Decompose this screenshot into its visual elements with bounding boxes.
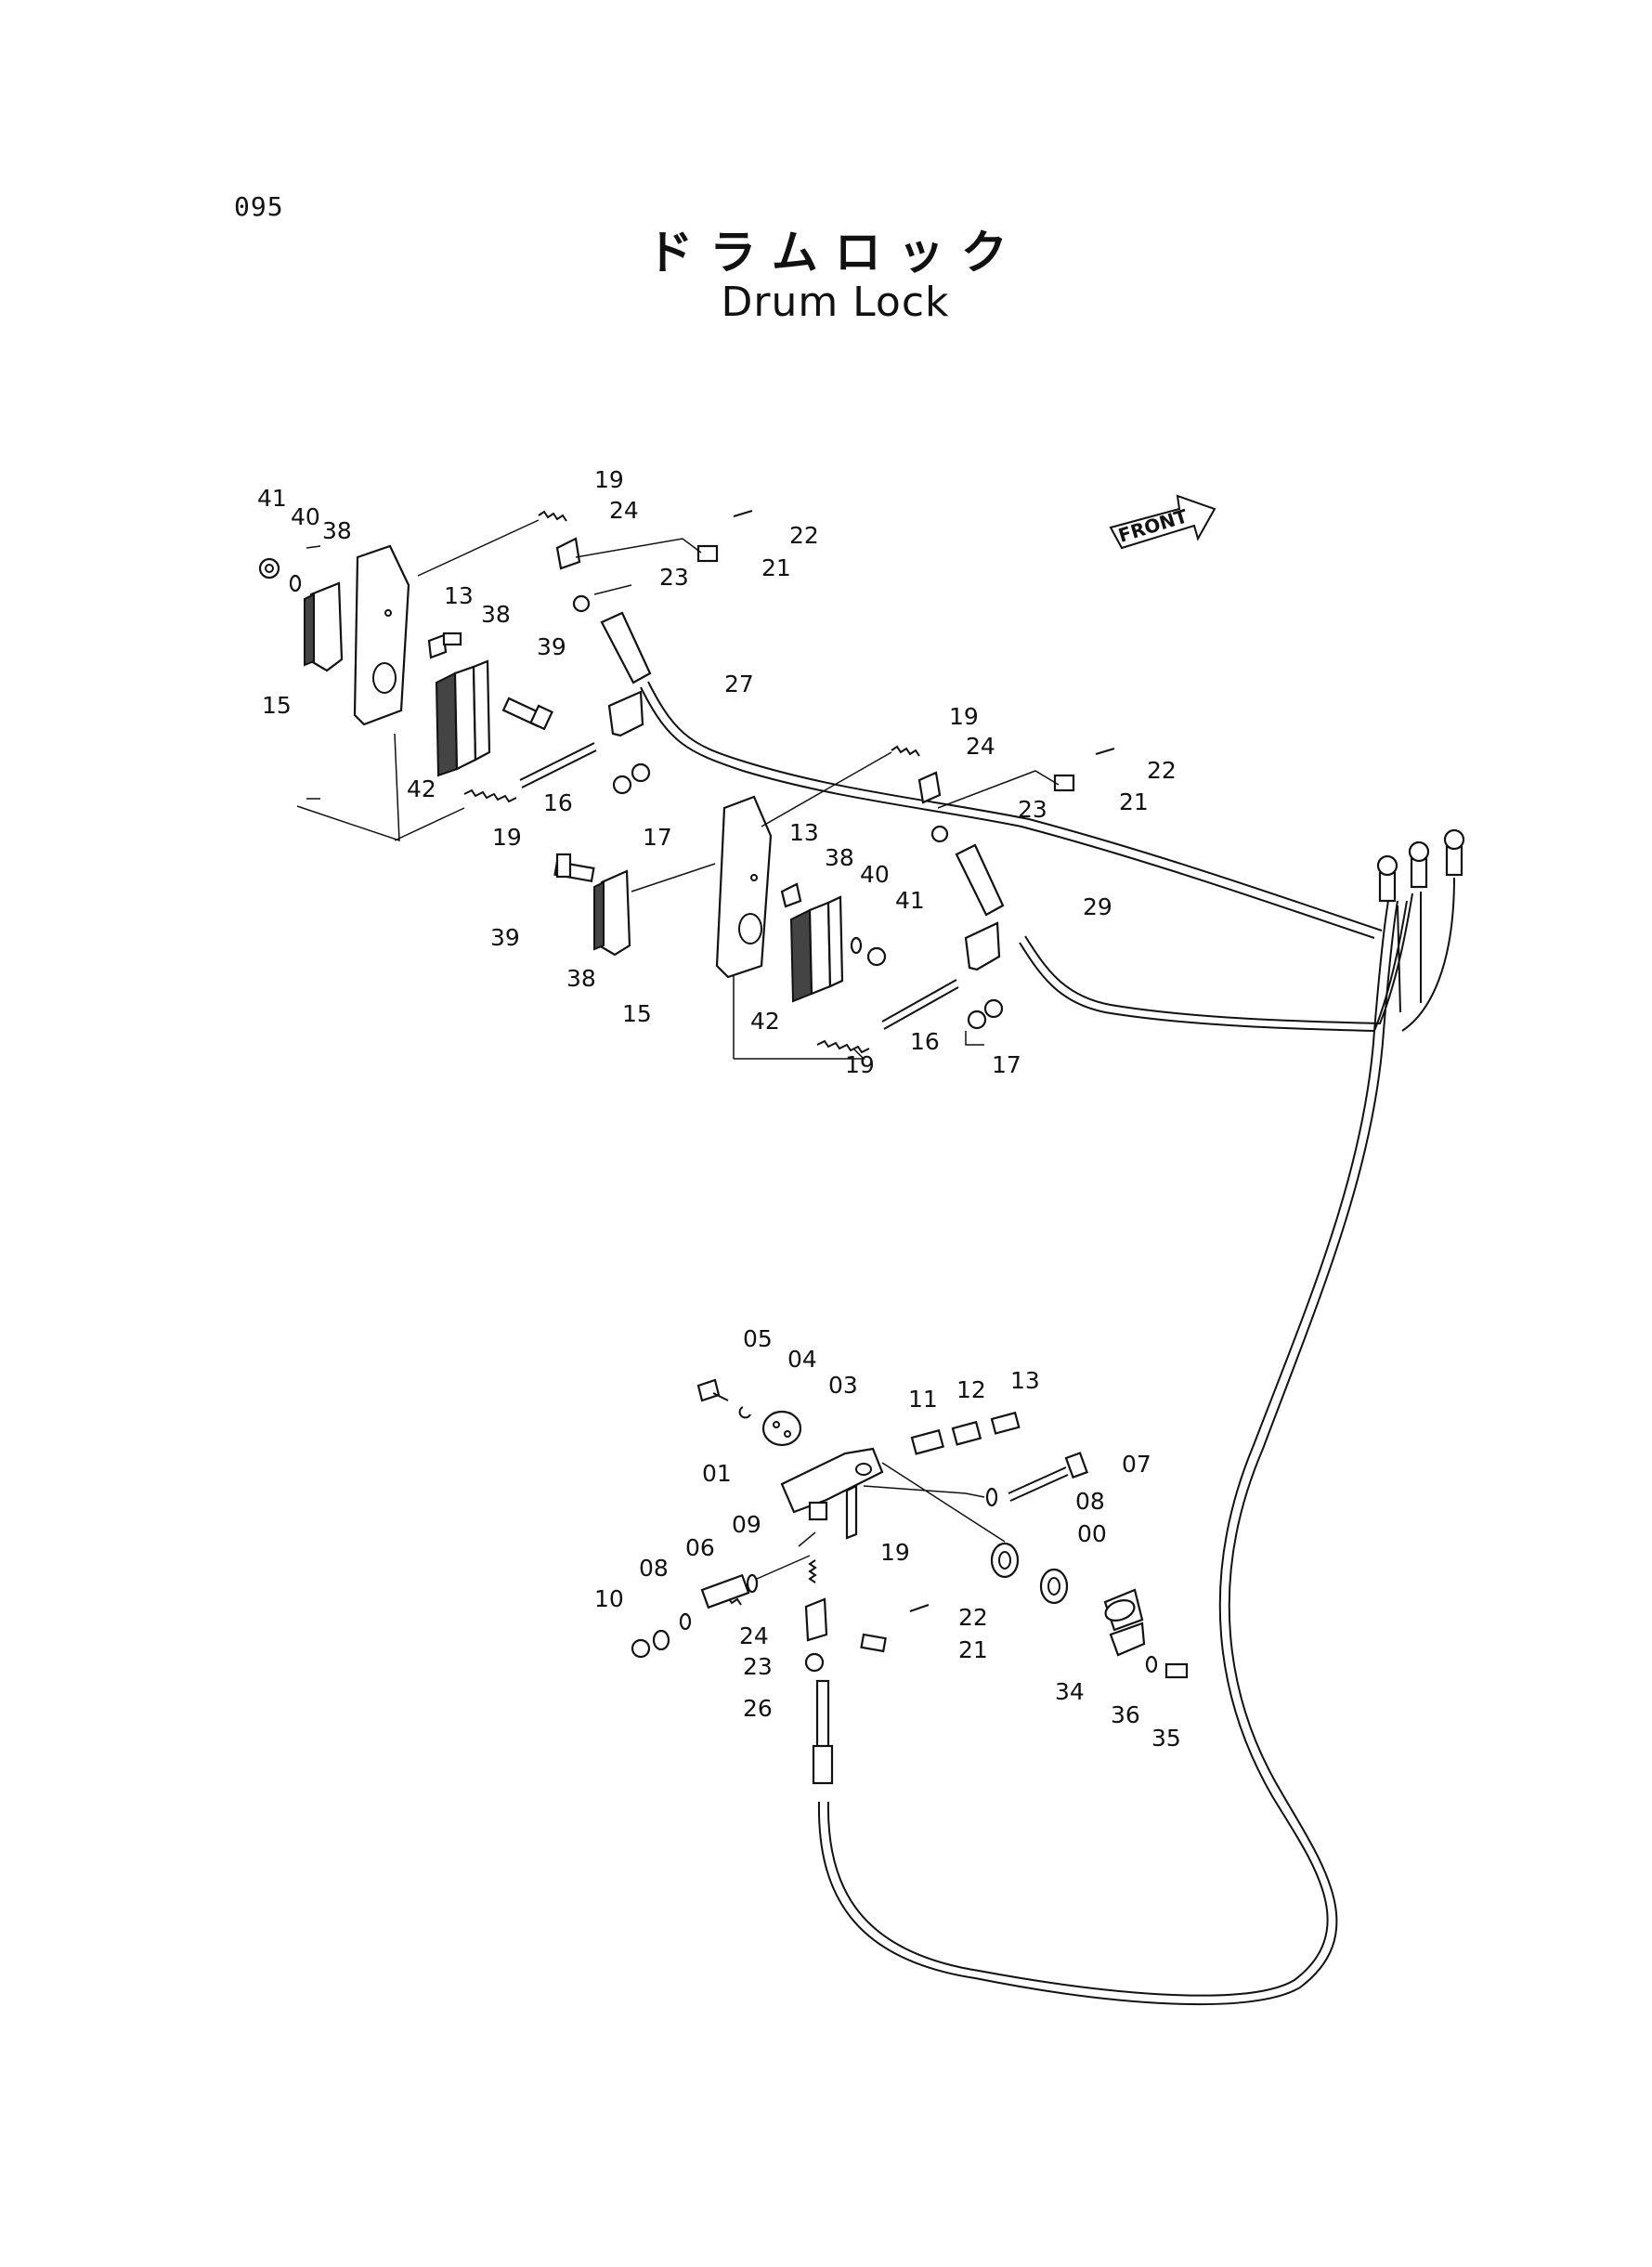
callout-13: 13 bbox=[444, 582, 474, 609]
callout-38: 38 bbox=[322, 517, 352, 544]
callout-21: 21 bbox=[958, 1636, 988, 1663]
upper-right-brake-assembly bbox=[553, 745, 1115, 1060]
callout-21: 21 bbox=[761, 554, 791, 581]
upper-left-brake-assembly bbox=[258, 510, 753, 842]
title-japanese: ドラムロック bbox=[646, 226, 1024, 280]
callout-17: 17 bbox=[992, 1051, 1021, 1078]
callout-39: 39 bbox=[537, 633, 566, 660]
callout-38: 38 bbox=[566, 965, 596, 992]
cable-27 bbox=[640, 681, 1383, 939]
callout-16: 16 bbox=[910, 1028, 940, 1055]
callout-05: 05 bbox=[743, 1325, 773, 1352]
callout-19: 19 bbox=[845, 1051, 875, 1078]
callout-27: 27 bbox=[724, 671, 754, 697]
callout-04: 04 bbox=[787, 1346, 817, 1373]
callout-19: 19 bbox=[594, 466, 624, 493]
callout-11: 11 bbox=[908, 1386, 938, 1413]
front-label: FRONT bbox=[1115, 504, 1190, 546]
callout-16: 16 bbox=[543, 789, 573, 816]
callout-00: 00 bbox=[1077, 1520, 1107, 1547]
callout-21: 21 bbox=[1119, 788, 1149, 815]
callout-36: 36 bbox=[1111, 1701, 1140, 1728]
callout-22: 22 bbox=[1147, 757, 1177, 784]
callout-17: 17 bbox=[643, 824, 672, 851]
cable-29 bbox=[1019, 892, 1413, 1033]
callout-24: 24 bbox=[609, 497, 639, 524]
cable-26 bbox=[817, 900, 1398, 2006]
callout-23: 23 bbox=[659, 564, 689, 591]
callout-22: 22 bbox=[789, 522, 819, 549]
callout-24: 24 bbox=[966, 733, 995, 760]
callout-41: 41 bbox=[257, 485, 287, 512]
callout-09: 09 bbox=[732, 1511, 761, 1538]
callout-40: 40 bbox=[291, 503, 320, 530]
callout-39: 39 bbox=[490, 924, 520, 951]
callout-08: 08 bbox=[1075, 1488, 1105, 1515]
callout-38: 38 bbox=[481, 601, 511, 628]
callout-13: 13 bbox=[1010, 1367, 1040, 1394]
callout-24: 24 bbox=[739, 1622, 769, 1649]
callout-08: 08 bbox=[639, 1555, 669, 1582]
callout-41: 41 bbox=[895, 887, 925, 914]
callout-34: 34 bbox=[1055, 1678, 1085, 1705]
cable-end-fittings bbox=[1376, 828, 1465, 1032]
callout-38: 38 bbox=[825, 844, 854, 871]
callout-19: 19 bbox=[880, 1539, 910, 1566]
callout-06: 06 bbox=[685, 1534, 715, 1561]
page-number: 095 bbox=[234, 191, 284, 222]
callout-10: 10 bbox=[594, 1585, 624, 1612]
lower-pedal-assembly bbox=[631, 1378, 1189, 1785]
callout-12: 12 bbox=[956, 1376, 986, 1403]
callout-29: 29 bbox=[1083, 893, 1112, 920]
callout-07: 07 bbox=[1122, 1451, 1151, 1478]
callout-42: 42 bbox=[750, 1008, 780, 1035]
part-callouts: 41 40 38 13 38 39 15 42 16 19 17 19 24 2… bbox=[257, 466, 1181, 1752]
callout-40: 40 bbox=[860, 861, 890, 888]
callout-22: 22 bbox=[958, 1604, 988, 1631]
callout-19: 19 bbox=[492, 824, 522, 851]
callout-23: 23 bbox=[743, 1653, 773, 1680]
callout-26: 26 bbox=[743, 1695, 773, 1722]
callout-03: 03 bbox=[828, 1372, 858, 1399]
callout-19: 19 bbox=[949, 703, 979, 730]
callout-15: 15 bbox=[622, 1000, 652, 1027]
callout-13: 13 bbox=[789, 819, 819, 846]
callout-15: 15 bbox=[262, 692, 292, 719]
callout-01: 01 bbox=[702, 1460, 732, 1487]
front-direction-arrow: FRONT bbox=[1109, 494, 1216, 550]
callout-42: 42 bbox=[407, 775, 436, 802]
title-english: Drum Lock bbox=[721, 279, 950, 326]
callout-35: 35 bbox=[1151, 1725, 1181, 1752]
callout-23: 23 bbox=[1018, 796, 1047, 823]
